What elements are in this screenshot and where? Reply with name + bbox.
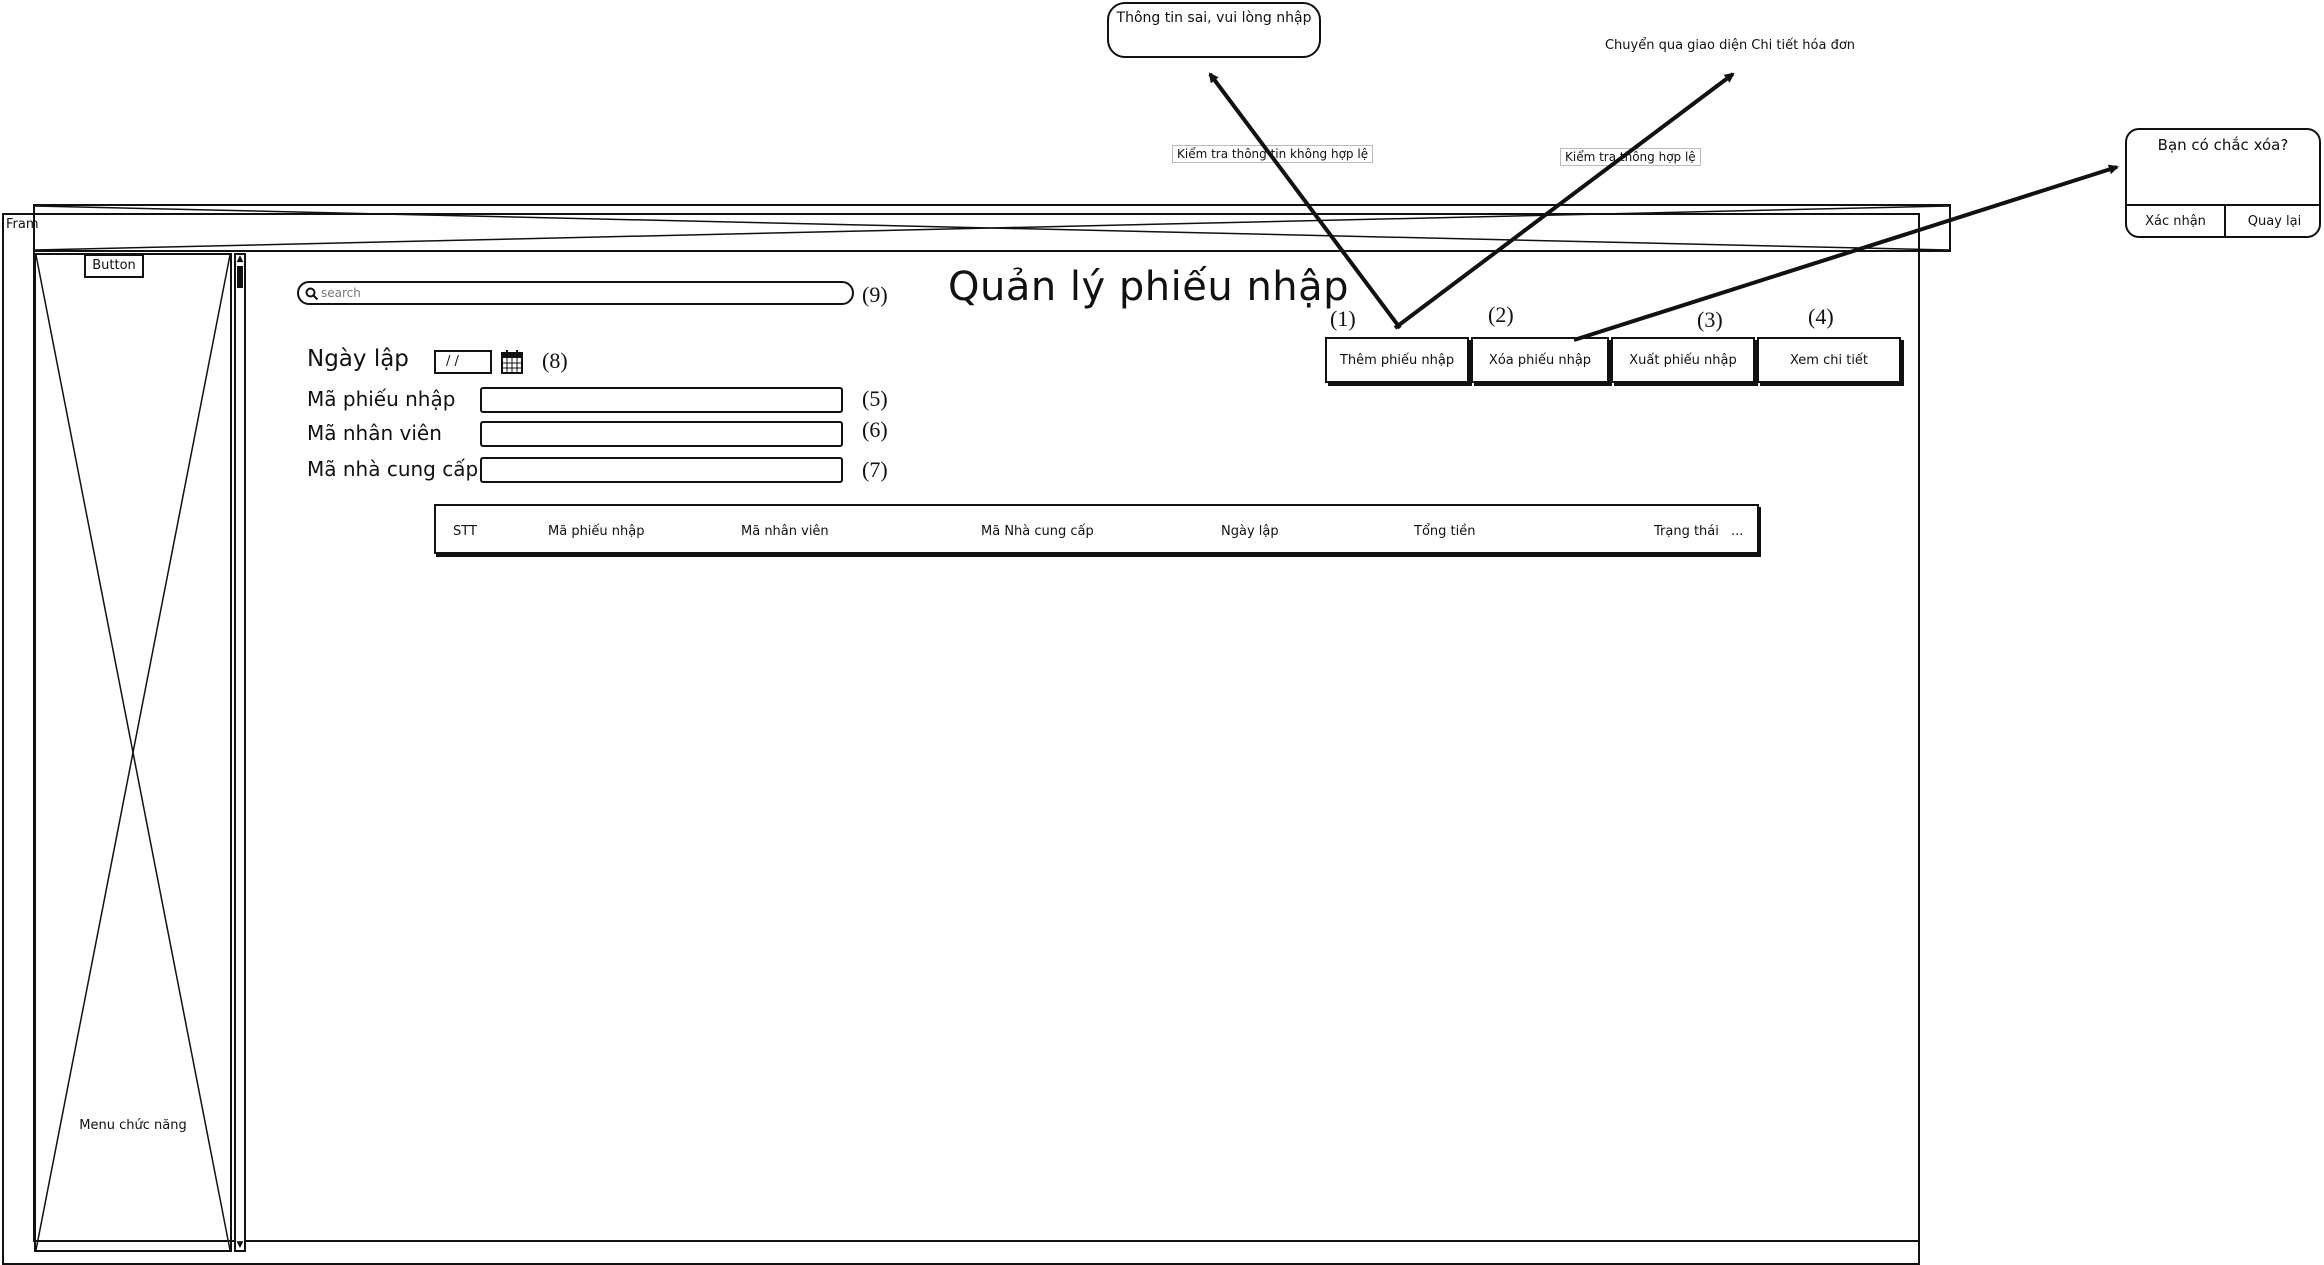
page-title: Quản lý phiếu nhập bbox=[948, 264, 1350, 310]
sidebar-button[interactable]: Button bbox=[84, 254, 144, 278]
confirm-delete-dialog: Bạn có chắc xóa? Xác nhận Quay lại bbox=[2125, 128, 2321, 238]
receipt-id-marker: (5) bbox=[862, 386, 888, 411]
frame-tab-label: Fram bbox=[6, 217, 39, 232]
supplier-id-marker: (7) bbox=[862, 457, 888, 482]
date-input[interactable]: / / bbox=[434, 350, 492, 374]
receipt-id-field[interactable] bbox=[480, 387, 843, 413]
column-header-employee-id[interactable]: Mã nhân viên bbox=[741, 524, 829, 539]
column-header-receipt-id[interactable]: Mã phiếu nhập bbox=[548, 524, 645, 539]
employee-id-marker: (6) bbox=[862, 417, 888, 442]
dialog-title: Bạn có chắc xóa? bbox=[2157, 136, 2289, 154]
date-marker: (8) bbox=[542, 348, 568, 373]
cancel-button[interactable]: Quay lại bbox=[2226, 204, 2319, 236]
calendar-icon[interactable] bbox=[500, 349, 524, 375]
delete-receipt-button[interactable]: Xóa phiếu nhập bbox=[1471, 337, 1609, 383]
sidebar-menu-label: Menu chức năng bbox=[79, 1118, 187, 1133]
scroll-up-icon[interactable]: ▲ bbox=[236, 254, 244, 264]
search-input[interactable]: search bbox=[297, 281, 854, 305]
receipt-id-label: Mã phiếu nhập bbox=[307, 387, 456, 411]
error-callout: Thông tin sai, vui lòng nhập bbox=[1107, 2, 1321, 58]
search-icon bbox=[305, 286, 319, 301]
export-receipt-button[interactable]: Xuất phiếu nhập bbox=[1611, 337, 1755, 383]
supplier-id-field[interactable] bbox=[480, 457, 843, 483]
error-callout-text: Thông tin sai, vui lòng nhập bbox=[1116, 10, 1312, 26]
employee-id-label: Mã nhân viên bbox=[307, 421, 442, 445]
column-header-status[interactable]: Trạng thái bbox=[1654, 524, 1719, 539]
receipt-table-header: STT Mã phiếu nhập Mã nhân viên Mã Nhà cu… bbox=[434, 504, 1759, 554]
navigate-note: Chuyển qua giao diện Chi tiết hóa đơn bbox=[1604, 38, 1856, 53]
scroll-thumb[interactable] bbox=[237, 266, 243, 288]
check-valid-label: Kiểm tra thông hợp lệ bbox=[1560, 148, 1701, 166]
confirm-button[interactable]: Xác nhận bbox=[2127, 204, 2226, 236]
date-label: Ngày lập bbox=[307, 346, 409, 372]
search-placeholder: search bbox=[321, 286, 361, 300]
action-marker-delete: (2) bbox=[1488, 302, 1514, 327]
sidebar-menu[interactable] bbox=[34, 253, 232, 1252]
supplier-id-label: Mã nhà cung cấp bbox=[307, 457, 479, 481]
column-header-supplier-id[interactable]: Mã Nhà cung cấp bbox=[981, 524, 1094, 539]
search-marker: (9) bbox=[862, 282, 888, 307]
scroll-down-icon[interactable]: ▼ bbox=[236, 1240, 244, 1250]
sidebar-scrollbar[interactable] bbox=[234, 253, 246, 1252]
column-header-total[interactable]: Tổng tiền bbox=[1414, 524, 1476, 539]
view-detail-button[interactable]: Xem chi tiết bbox=[1757, 337, 1901, 383]
add-receipt-button[interactable]: Thêm phiếu nhập bbox=[1325, 337, 1469, 383]
action-marker-export: (3) bbox=[1697, 307, 1723, 332]
column-header-date[interactable]: Ngày lập bbox=[1221, 524, 1279, 539]
action-marker-view: (4) bbox=[1808, 304, 1834, 329]
employee-id-field[interactable] bbox=[480, 421, 843, 447]
column-header-more[interactable]: ... bbox=[1731, 524, 1744, 539]
check-invalid-label: Kiểm tra thông tin không hợp lệ bbox=[1172, 145, 1374, 163]
action-marker-add: (1) bbox=[1330, 306, 1356, 331]
column-header-index[interactable]: STT bbox=[453, 524, 477, 539]
header-placeholder bbox=[33, 204, 1951, 252]
